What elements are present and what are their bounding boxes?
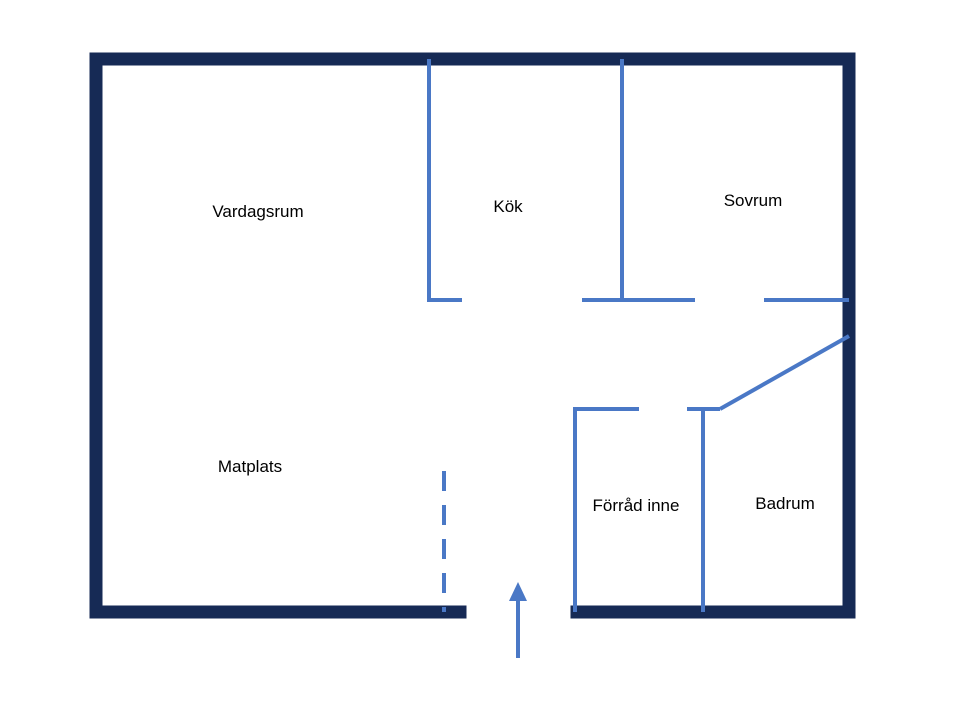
- room-label-sovrum: Sovrum: [723, 191, 783, 210]
- arrow-up-icon: [509, 582, 527, 658]
- room-label-forrad: Förråd inne: [592, 496, 680, 515]
- inner-walls: [427, 59, 850, 612]
- entrance-arrow-head: [509, 582, 527, 601]
- bathroom-diagonal-wall: [719, 334, 850, 411]
- room-label-vardagsrum: Vardagsrum: [212, 202, 304, 221]
- room-label-badrum: Badrum: [755, 494, 815, 513]
- room-label-matplats: Matplats: [217, 457, 283, 476]
- outer-walls: [89, 52, 856, 619]
- room-label-kok: Kök: [493, 197, 523, 216]
